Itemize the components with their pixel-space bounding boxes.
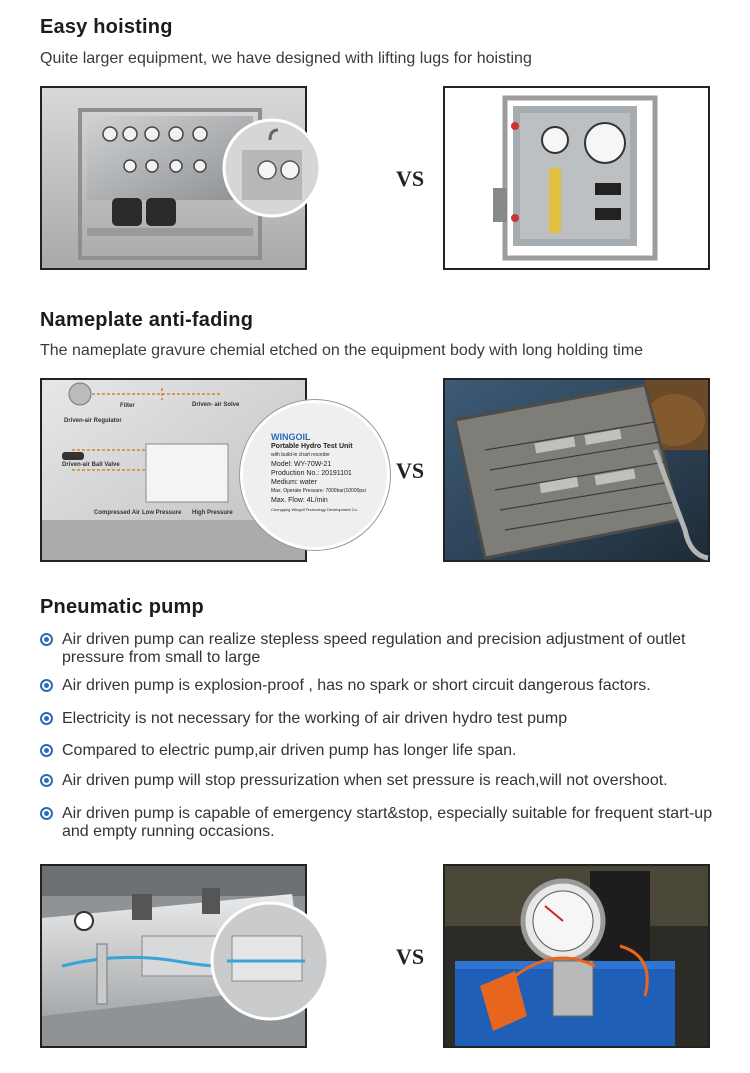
section-title-pneumatic: Pneumatic pump [40,596,204,618]
plate-company: Chongqing Wingoil Technology Development… [271,507,358,512]
list-item-text: Air driven pump can realize stepless spe… [62,631,686,666]
plate-label-regulator: Driven-air Regulator [64,418,122,424]
photo-competitor-unit-hoisting [443,86,710,270]
list-item: Air driven pump is explosion-proof , has… [40,677,720,695]
plate-max-flow: Max. Flow: 4L/min [271,497,328,504]
plate-built: with build-in chart recorder [271,452,330,458]
photo-electric-pump [443,864,710,1048]
plate-label-solve: Driven- air Solve [192,402,240,408]
section-title-hoisting: Easy hoisting [40,16,173,38]
plate-label-ball-valve: Driven-air Ball Valve [62,462,120,468]
list-item-text: Air driven pump will stop pressurization… [62,772,668,789]
plate-label-filter: Filter [120,403,135,409]
section-title-nameplate: Nameplate anti-fading [40,309,254,331]
bullet-icon [40,807,53,820]
list-item-text: Air driven pump is explosion-proof , has… [62,677,651,694]
section-subtitle-hoisting: Quite larger equipment, we have designed… [40,50,532,67]
nameplate-magnifier: WINGOIL Portable Hydro Test Unit with bu… [240,400,390,550]
plate-production: Production No.: 20191101 [271,470,352,477]
plate-label-low-pressure: Low Pressure [142,510,182,516]
plate-unit: Portable Hydro Test Unit [271,443,353,450]
list-item: Air driven pump can realize stepless spe… [40,631,720,667]
plate-model: Model: WY-70W-21 [271,461,332,468]
bullet-icon [40,679,53,692]
photo-wingoil-nameplate: Driven-air Regulator Filter Driven- air … [40,378,390,562]
list-item-text: Electricity is not necessary for the wor… [62,710,568,727]
bullet-icon [40,774,53,787]
bullet-icon [40,712,53,725]
plate-brand: WINGOIL [271,432,311,442]
photo-faded-nameplate [443,378,710,562]
list-item-text: Compared to electric pump,air driven pum… [62,742,517,759]
bullet-icon [40,744,53,757]
list-item: Electricity is not necessary for the wor… [40,710,720,728]
list-item: Air driven pump is capable of emergency … [40,805,720,841]
list-item: Compared to electric pump,air driven pum… [40,742,720,760]
vs-label-3: VS [396,944,425,969]
plate-medium: Medium: water [271,479,317,486]
bullet-icon [40,633,53,646]
photo-wingoil-unit-hoisting [40,86,322,270]
vs-label-1: VS [396,166,425,191]
section-subtitle-nameplate: The nameplate gravure chemial etched on … [40,342,644,359]
list-item: Air driven pump will stop pressurization… [40,772,720,790]
plate-label-high-pressure: High Pressure [192,510,233,516]
list-item-text: Air driven pump is capable of emergency … [62,805,713,840]
plate-label-compressed-air: Compressed Air [94,510,141,516]
plate-max-pressure: Max. Operate Pressure: 7000bar(10000psi [271,488,366,494]
vs-label-2: VS [396,458,425,483]
photo-air-driven-pump [40,864,330,1048]
